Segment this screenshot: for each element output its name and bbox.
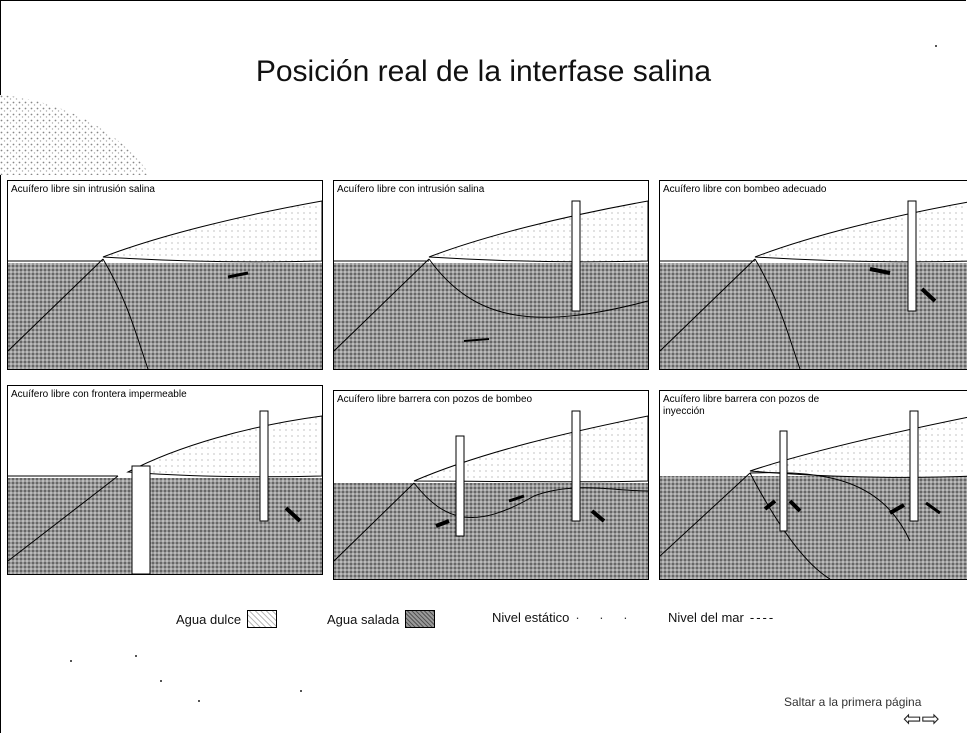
legend-sea-label: Nivel del mar [668, 610, 744, 625]
panel-caption: Acuífero libre barrera con pozos de inye… [663, 394, 863, 418]
panel-caption: Acuífero libre con frontera impermeable [11, 389, 187, 401]
legend-fresh-swatch [247, 610, 278, 628]
diagram-panel-free-aquifer-pumping-barrier: Acuífero libre barrera con pozos de bomb… [333, 390, 649, 580]
page-title: Posición real de la interfase salina [255, 55, 712, 88]
legend-fresh: Agua dulce [176, 610, 278, 628]
corner-decoration [0, 95, 150, 175]
diagram-panel-free-aquifer-no-intrusion: Acuífero libre sin intrusión salina [7, 180, 323, 370]
nav-arrows: ⇦ ⇨ [903, 708, 940, 730]
legend-salt: Agua salada [327, 610, 436, 628]
legend-sea-symbol: ---- [749, 610, 776, 625]
legend-static: Nivel estático · · · [492, 610, 636, 625]
decorative-speck [135, 655, 137, 657]
legend-sea: Nivel del mar ---- [668, 610, 775, 625]
panel-3-drawing [660, 200, 967, 369]
decorative-speck [70, 660, 72, 662]
panel-1-drawing [8, 200, 322, 369]
jump-first-page-link[interactable]: Saltar a la primera página [784, 695, 922, 709]
legend-static-label: Nivel estático [492, 610, 570, 625]
legend-fresh-label: Agua dulce [176, 611, 242, 627]
decorative-speck [198, 700, 200, 702]
panel-5-drawing [334, 410, 648, 579]
legend-salt-swatch [405, 610, 436, 628]
decorative-speck [300, 690, 302, 692]
panel-caption: Acuífero libre barrera con pozos de bomb… [337, 394, 533, 406]
legend-salt-label: Agua salada [327, 611, 400, 627]
prev-arrow-icon[interactable]: ⇦ [903, 706, 922, 731]
panel-caption: Acuífero libre sin intrusión salina [11, 184, 155, 196]
decorative-speck [935, 45, 937, 47]
diagram-panel-free-aquifer-impermeable-boundary: Acuífero libre con frontera impermeable [7, 385, 323, 575]
panel-4-drawing [8, 410, 322, 574]
diagram-panel-free-aquifer-injection-barrier: Acuífero libre barrera con pozos de inye… [659, 390, 967, 580]
panel-2-drawing [334, 200, 648, 369]
next-arrow-icon[interactable]: ⇨ [921, 706, 940, 731]
panel-6-drawing [660, 410, 967, 579]
legend-static-symbol: · · · [575, 610, 636, 625]
diagram-panel-free-aquifer-with-intrusion: Acuífero libre con intrusión salina [333, 180, 649, 370]
diagram-panel-free-aquifer-adequate-pumping: Acuífero libre con bombeo adecuado [659, 180, 967, 370]
panel-caption: Acuífero libre con bombeo adecuado [663, 184, 827, 196]
decorative-speck [160, 680, 162, 682]
panel-caption: Acuífero libre con intrusión salina [337, 184, 485, 196]
